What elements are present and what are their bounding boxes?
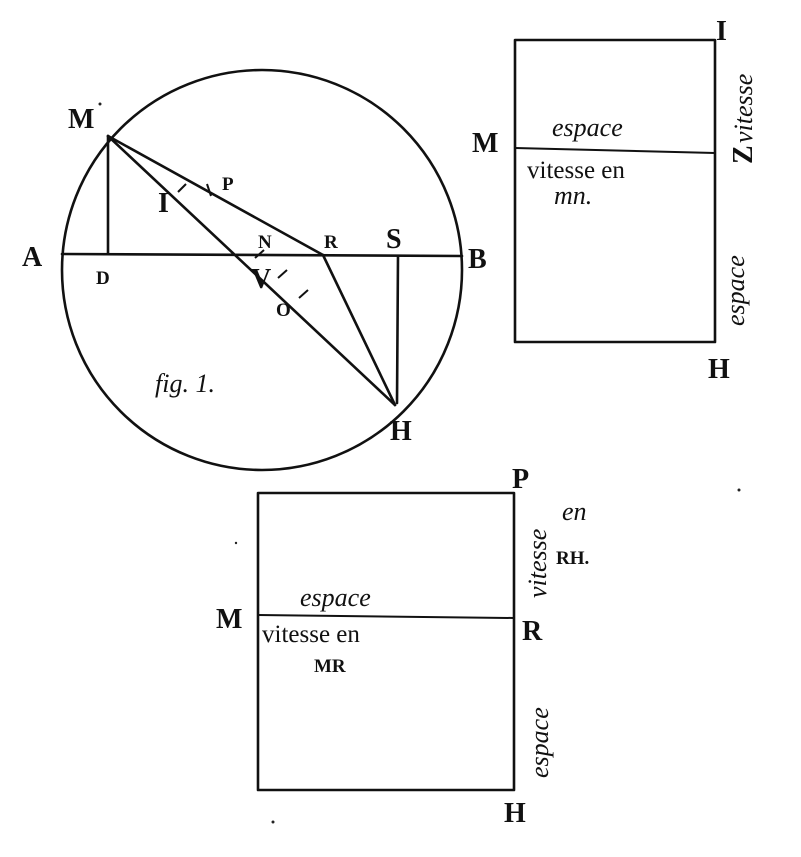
side-espace: espace: [525, 707, 554, 778]
segment-SH: [395, 254, 400, 405]
vitesse-label: vitesse en: [527, 157, 625, 184]
line-MH: [106, 134, 397, 407]
tick-P: [206, 183, 212, 197]
label-R: R: [324, 232, 338, 253]
segment-RH: [321, 253, 397, 407]
chord-MR: [106, 134, 325, 257]
figure-2: I M H espace vitesse en mn. Z vitesse es…: [472, 16, 759, 385]
label-R: R: [522, 616, 543, 647]
tick-N: [254, 249, 265, 259]
label-A: A: [22, 242, 43, 273]
side-vitesse: vitesse: [523, 529, 552, 598]
espace-label: espace: [552, 113, 623, 142]
figure-3: P M R H espace vitesse en MR vitesse en …: [216, 464, 589, 829]
rectangle: [513, 38, 717, 344]
print-specks: [98, 102, 741, 824]
label-H: H: [504, 798, 526, 829]
label-Z: Z: [728, 145, 759, 164]
side-en: en: [562, 497, 587, 526]
diameter-AB: [60, 252, 464, 258]
label-H: H: [390, 416, 412, 447]
label-I: I: [716, 16, 727, 47]
tick-I: [177, 183, 187, 193]
label-S: S: [386, 224, 402, 255]
rectangle: [256, 491, 516, 792]
side-espace: espace: [721, 255, 750, 326]
label-H: H: [708, 354, 730, 385]
tick-O: [298, 289, 309, 299]
side-vitesse: vitesse: [729, 74, 758, 143]
label-B: B: [468, 244, 487, 275]
divider-MR: [257, 614, 515, 619]
label-O: O: [276, 300, 291, 321]
label-M: M: [472, 128, 498, 159]
side-RH: RH.: [556, 548, 589, 569]
label-M: M: [68, 104, 94, 135]
divider-MZ: [514, 147, 716, 154]
label-P: P: [222, 174, 234, 195]
label-M: M: [216, 604, 242, 635]
vitesse-label: vitesse en: [262, 621, 360, 648]
label-N: N: [258, 232, 272, 253]
label-P: P: [512, 464, 529, 495]
vitesse-label-mn: mn.: [554, 181, 592, 210]
figure-1: A B M D I P N R S V O H fig. 1.: [22, 68, 487, 472]
figure-caption: fig. 1.: [155, 369, 215, 398]
label-D: D: [96, 268, 110, 289]
vitesse-label-MR: MR: [314, 656, 346, 677]
circle: [60, 68, 464, 472]
tick-V: [277, 269, 288, 279]
espace-label: espace: [300, 583, 371, 612]
label-I: I: [158, 188, 169, 219]
label-V: V: [251, 264, 271, 295]
